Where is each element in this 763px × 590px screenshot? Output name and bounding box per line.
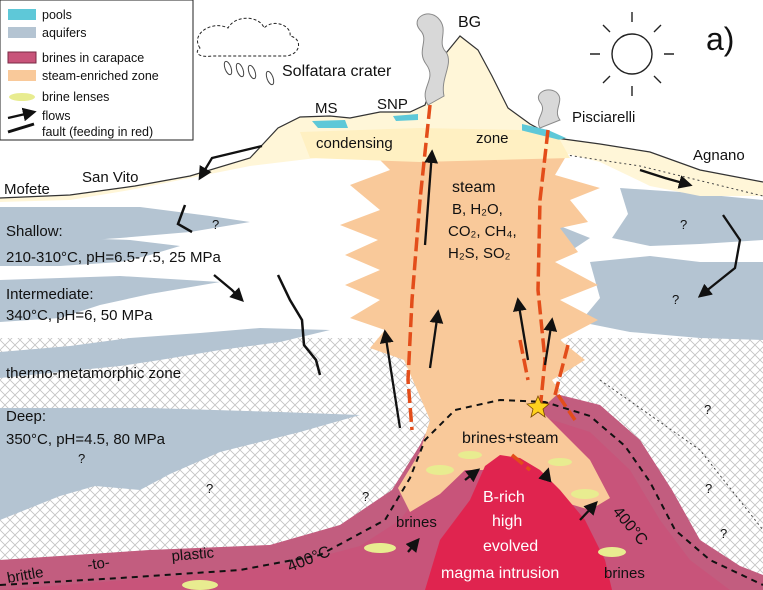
- label-ms: MS: [315, 100, 338, 117]
- sun-icon: [590, 12, 674, 96]
- label-intrusion-2: high: [492, 513, 522, 530]
- dotted-contact-deep: [599, 379, 763, 531]
- flow-arrows: [198, 144, 742, 553]
- legend: pools aquifers brines in carapace steam-…: [0, 0, 194, 141]
- label-solfatara-crater: Solfatara crater: [282, 63, 392, 80]
- legend-swatch-aquifers: [8, 27, 36, 38]
- question-mark: ?: [680, 217, 687, 232]
- legend-label-lenses: brine lenses: [42, 90, 109, 104]
- level-deep-name: Deep:: [6, 408, 46, 425]
- legend-label-aquifers: aquifers: [42, 26, 86, 40]
- panel-label: a): [706, 21, 734, 57]
- label-zone: zone: [476, 130, 509, 147]
- steam-species-1: B, H₂O,: [452, 201, 503, 218]
- condensing-zone: [300, 128, 570, 162]
- steam-title: steam: [452, 179, 496, 196]
- level-intermediate-name: Intermediate:: [6, 286, 94, 303]
- faults-feeding: [406, 104, 577, 472]
- steam-species-3: H₂S, SO₂: [448, 245, 511, 262]
- level-shallow-name: Shallow:: [6, 223, 63, 240]
- question-mark: ?: [672, 292, 679, 307]
- level-shallow-props: 210-310°C, pH=6.5-7.5, 25 MPa: [6, 249, 222, 266]
- label-plastic: plastic: [171, 544, 215, 565]
- faults-black: [176, 204, 322, 376]
- fumarole-plumes: [416, 13, 561, 129]
- level-intermediate-props: 340°C, pH=6, 50 MPa: [6, 307, 153, 324]
- surface-line: [0, 35, 763, 199]
- question-mark: ?: [720, 526, 727, 541]
- question-mark: ?: [705, 481, 712, 496]
- question-mark: ?: [362, 489, 369, 504]
- legend-label-steam: steam-enriched zone: [42, 69, 159, 83]
- question-mark: ?: [206, 481, 213, 496]
- isotherm-400: [0, 398, 763, 586]
- label-mofete: Mofete: [4, 181, 50, 198]
- question-mark: ?: [704, 402, 711, 417]
- legend-label-pools: pools: [42, 8, 72, 22]
- label-pisciarelli: Pisciarelli: [572, 109, 635, 126]
- label-brines-left: brines: [396, 514, 437, 531]
- legend-label-fault: fault (feeding in red): [42, 125, 153, 139]
- label-agnano: Agnano: [693, 147, 745, 164]
- legend-swatch-steam: [8, 70, 36, 81]
- label-bg: BG: [458, 14, 481, 31]
- question-mark: ?: [212, 217, 219, 232]
- level-deep-props: 350°C, pH=4.5, 80 MPa: [6, 431, 166, 448]
- legend-label-flows: flows: [42, 109, 70, 123]
- brine-lenses: [182, 451, 626, 590]
- legend-fault-line: [7, 122, 35, 134]
- label-condensing: condensing: [316, 135, 393, 152]
- brittle-plastic-band: [0, 390, 763, 590]
- magma-intrusion: [425, 455, 612, 590]
- steam-enriched-zone: [340, 130, 610, 512]
- legend-swatch-lenses: [9, 93, 35, 101]
- label-brines-right: brines: [604, 565, 645, 582]
- feeding-point-star: [526, 394, 550, 418]
- surface-ground: [0, 36, 763, 202]
- legend-swatch-brines: [7, 51, 37, 64]
- question-mark: ?: [78, 451, 85, 466]
- label-intrusion-1: B-rich: [483, 489, 525, 506]
- dotted-contact: [559, 153, 763, 197]
- label-brines-steam: brines+steam: [462, 430, 559, 447]
- cloud-icon: [196, 17, 299, 86]
- label-brittle: brittle: [6, 564, 45, 587]
- question-marks: ? ? ? ? ? ? ? ? ?: [78, 217, 727, 541]
- label-to: -to-: [86, 554, 111, 574]
- legend-arrow-icon: [7, 107, 37, 122]
- steam-species-2: CO₂, CH₄,: [448, 223, 517, 240]
- legend-swatch-pools: [8, 9, 36, 20]
- legend-label-brines: brines in carapace: [42, 51, 144, 65]
- label-thermo-metamorphic: thermo-metamorphic zone: [6, 365, 181, 382]
- label-snp: SNP: [377, 96, 408, 113]
- label-san-vito: San Vito: [82, 169, 138, 186]
- label-intrusion-3: evolved: [483, 538, 538, 555]
- label-intrusion-4: magma intrusion: [441, 565, 559, 582]
